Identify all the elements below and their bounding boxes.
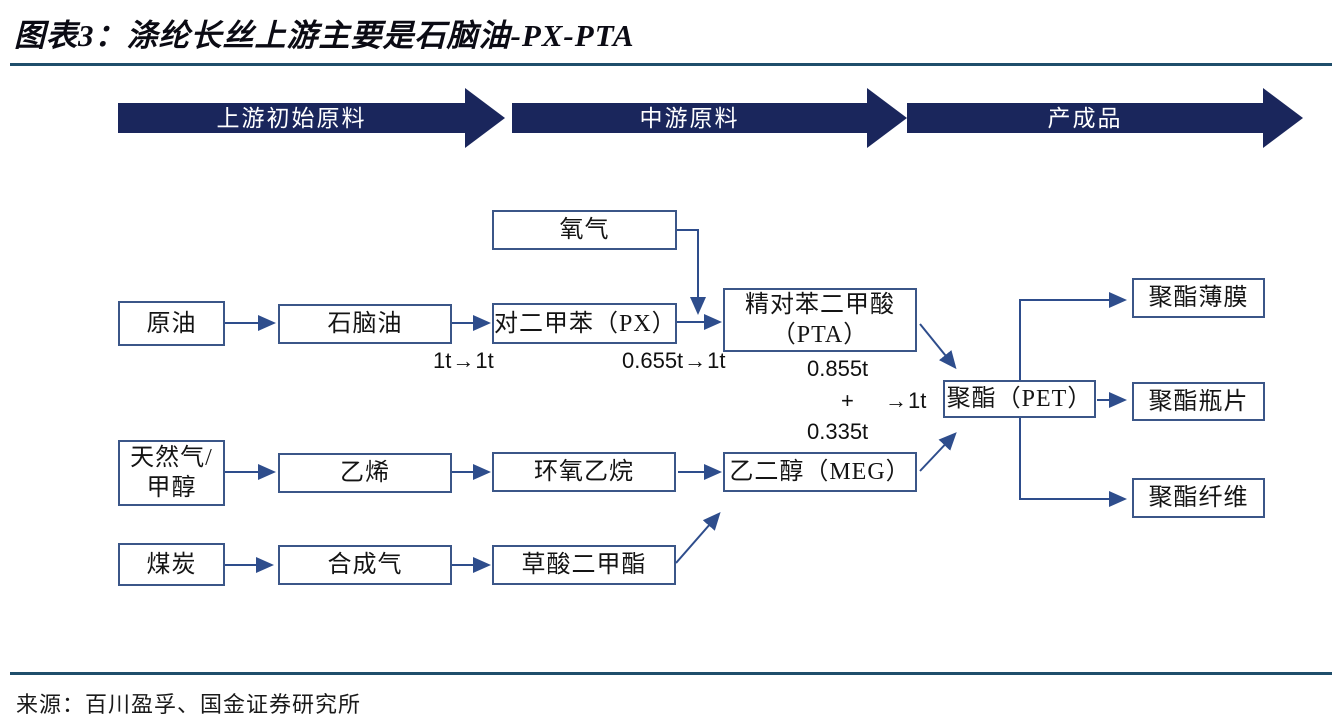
node-natural-gas-methanol: 天然气/ 甲醇 (118, 440, 225, 506)
footer-divider (10, 672, 1332, 675)
ratio-from: 1t (433, 348, 452, 373)
ratio-to: 1t (908, 388, 927, 413)
ratio-px-to-pta: 0.655t→1t (622, 348, 726, 374)
plus-sign: + (841, 388, 854, 413)
node-polyester-fiber: 聚酯纤维 (1132, 478, 1265, 518)
ratio-pet-total: →1t (884, 388, 926, 414)
node-coal: 煤炭 (118, 543, 225, 586)
ratio-meg-amount: 0.335t (807, 419, 869, 444)
ratio-naphtha-to-px: 1t→1t (433, 348, 494, 374)
connector-oxygen-elbow (677, 229, 706, 315)
node-meg: 乙二醇（MEG） (723, 452, 917, 492)
right-arrow-icon: → (885, 388, 907, 413)
node-ethylene-oxide: 环氧乙烷 (492, 452, 676, 492)
banner-midstream: 中游原料 (512, 88, 907, 148)
connector-pet-to-film (1019, 292, 1127, 380)
node-naphtha: 石脑油 (278, 304, 452, 344)
ratio-from: 0.655t (622, 348, 684, 373)
node-pet: 聚酯（PET） (943, 380, 1096, 418)
right-arrow-icon: → (684, 348, 707, 373)
banner-upstream-label: 上游初始原料 (216, 106, 367, 131)
banner-arrowhead-icon (867, 88, 907, 148)
ratio-to: 1t (475, 348, 494, 373)
connector-pet-to-fiber (1019, 418, 1127, 507)
source-note: 来源：百川盈孚、国金证券研究所 (16, 692, 362, 717)
node-crude-oil: 原油 (118, 301, 225, 346)
connector-dmo-to-meg (675, 511, 721, 564)
node-px: 对二甲苯（PX） (492, 303, 677, 344)
right-arrow-icon: → (452, 348, 475, 373)
node-pta: 精对苯二甲酸 （PTA） (723, 288, 917, 352)
ratio-to: 1t (707, 348, 726, 373)
node-ethylene: 乙烯 (278, 453, 452, 493)
banner-products-label: 产成品 (1047, 106, 1123, 131)
node-dimethyl-oxalate: 草酸二甲酯 (492, 545, 676, 585)
banner-arrowhead-icon (465, 88, 505, 148)
banner-arrowhead-icon (1263, 88, 1303, 148)
banner-midstream-label: 中游原料 (639, 106, 740, 131)
connector-pta-to-pet (919, 323, 957, 370)
node-polyester-bottle: 聚酯瓶片 (1132, 382, 1265, 421)
node-syngas: 合成气 (278, 545, 452, 585)
banner-upstream: 上游初始原料 (118, 88, 505, 148)
title-divider (10, 63, 1332, 66)
ratio-pta-amount: 0.855t (807, 356, 869, 381)
node-oxygen: 氧气 (492, 210, 677, 250)
figure-title: 图表3：涤纶长丝上游主要是石脑油-PX-PTA (14, 18, 635, 53)
banner-products: 产成品 (907, 88, 1303, 148)
connector-meg-to-pet (919, 432, 957, 472)
node-polyester-film: 聚酯薄膜 (1132, 278, 1265, 318)
